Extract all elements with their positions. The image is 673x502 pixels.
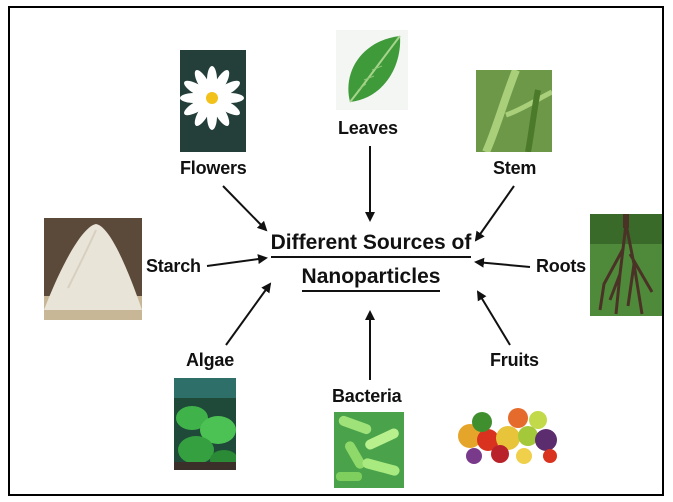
center-title-line2: Nanoparticles [302, 264, 441, 292]
label-fruits: Fruits [490, 350, 539, 371]
label-stem: Stem [493, 158, 536, 179]
roots-image [590, 214, 662, 316]
flowers-image [180, 50, 246, 152]
fruits-image [454, 378, 562, 468]
center-title-line1: Different Sources of [271, 230, 472, 258]
stem-image [476, 70, 552, 152]
starch-image [44, 218, 142, 320]
diagram-center-title: Different Sources of Nanoparticles [240, 226, 502, 294]
leaves-image [336, 30, 408, 110]
arrow-flowers [223, 186, 266, 230]
label-roots: Roots [536, 256, 586, 277]
label-flowers: Flowers [180, 158, 247, 179]
bacteria-image [334, 412, 404, 488]
label-bacteria: Bacteria [332, 386, 401, 407]
algae-image [174, 378, 236, 470]
label-starch: Starch [146, 256, 201, 277]
label-leaves: Leaves [338, 118, 398, 139]
arrow-fruits [478, 292, 510, 345]
label-algae: Algae [186, 350, 234, 371]
